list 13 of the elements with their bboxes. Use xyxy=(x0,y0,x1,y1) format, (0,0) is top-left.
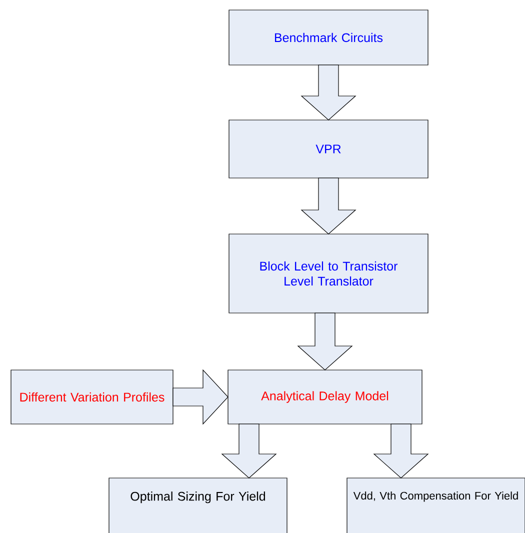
process-box: Analytical Delay Model xyxy=(228,370,422,424)
process-box: Benchmark Circuits xyxy=(228,10,428,66)
block-arrow xyxy=(300,178,356,234)
process-box: Block Level to Transistor Level Translator xyxy=(228,234,428,314)
block-arrow xyxy=(172,369,228,425)
process-box: Vdd, Vth Compensation For Yield xyxy=(346,478,525,533)
block-arrow xyxy=(221,424,277,478)
block-arrow xyxy=(297,312,353,370)
process-box: VPR xyxy=(228,120,428,178)
process-box: Different Variation Profiles xyxy=(10,370,174,424)
block-arrow xyxy=(373,424,429,478)
block-arrow xyxy=(300,64,356,120)
process-box: Optimal Sizing For Yield xyxy=(108,478,288,533)
